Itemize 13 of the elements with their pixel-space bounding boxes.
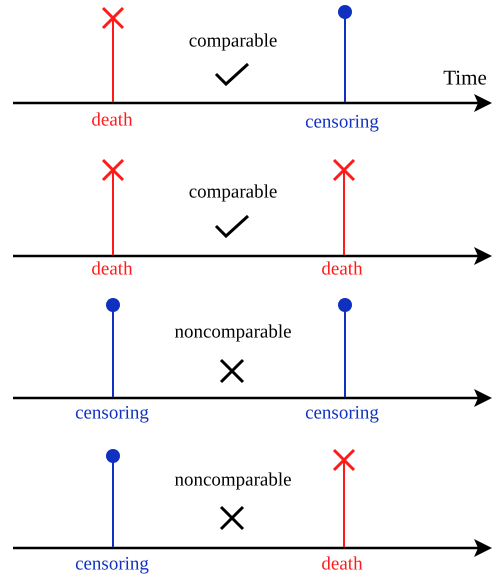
- axis-title: Time: [443, 66, 487, 90]
- comparability-label: comparable: [188, 182, 278, 204]
- comparability-label: noncomparable: [174, 322, 292, 344]
- event-label: censoring: [305, 112, 379, 134]
- comparability-label: comparable: [188, 32, 278, 52]
- event-label: death: [321, 260, 363, 280]
- event-label: censoring: [75, 404, 149, 424]
- event-label: death: [91, 260, 133, 280]
- event-label: censoring: [305, 404, 379, 424]
- event-label: censoring: [75, 554, 149, 576]
- event-label: death: [321, 554, 363, 576]
- comparability-label: noncomparable: [174, 470, 292, 492]
- event-label: death: [91, 110, 133, 132]
